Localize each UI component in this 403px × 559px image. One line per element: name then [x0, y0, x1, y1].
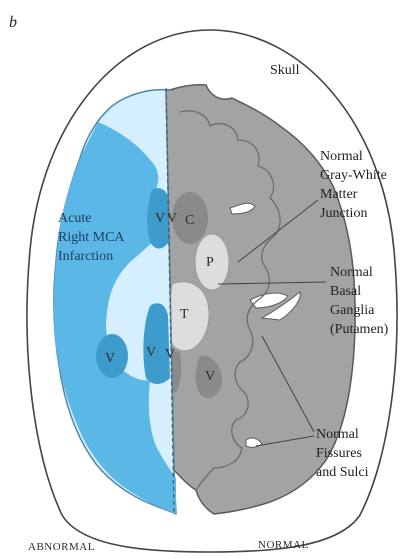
svg-text:Acute: Acute — [58, 211, 91, 226]
side-label-normal: NORMAL — [258, 539, 309, 551]
letter-ventricle-right-post: V — [165, 347, 175, 362]
letter-ventricle-right-temporal: V — [205, 369, 215, 384]
svg-text:Basal: Basal — [330, 284, 361, 299]
letter-thalamus: T — [180, 307, 189, 322]
svg-text:Gray-White: Gray-White — [320, 168, 387, 183]
svg-text:Normal: Normal — [330, 265, 373, 280]
svg-text:(Putamen): (Putamen) — [330, 322, 389, 337]
svg-text:and Sulci: and Sulci — [316, 465, 369, 480]
letter-ventricle-right-frontal: V — [167, 211, 177, 226]
left-ventricle-post — [143, 303, 170, 384]
letter-putamen: P — [206, 255, 214, 270]
svg-text:Infarction: Infarction — [58, 249, 113, 264]
letter-ventricle-left-frontal: V — [155, 211, 165, 226]
letter-ventricle-left-temporal: V — [105, 351, 115, 366]
svg-text:Normal: Normal — [320, 149, 363, 164]
letter-ventricle-left-post: V — [146, 345, 156, 360]
panel-letter: b — [9, 14, 17, 31]
svg-text:Normal: Normal — [316, 427, 359, 442]
svg-text:Matter: Matter — [320, 187, 358, 202]
svg-text:Ganglia: Ganglia — [330, 303, 375, 318]
svg-text:Fissures: Fissures — [316, 446, 362, 461]
svg-text:Junction: Junction — [320, 206, 367, 221]
svg-text:Right MCA: Right MCA — [58, 230, 125, 245]
skull-label: Skull — [270, 63, 300, 78]
letter-caudate: C — [185, 213, 194, 228]
side-label-abnormal: ABNORMAL — [28, 541, 95, 553]
